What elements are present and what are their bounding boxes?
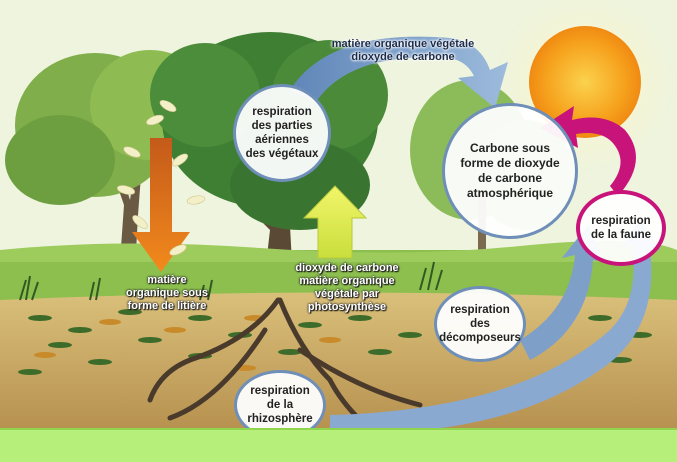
node-rhizo-line: respiration xyxy=(247,384,312,398)
label-litter-line: matière xyxy=(112,274,222,287)
node-atmo-line: atmosphérique xyxy=(460,186,559,201)
label-top-line: matière organique végétale xyxy=(298,38,508,51)
node-decomp-line: respiration xyxy=(439,303,521,317)
label-top-line: dioxyde de carbone xyxy=(298,51,508,64)
label-photo-line: matière organique xyxy=(282,275,412,288)
bottom-band-line xyxy=(0,428,677,430)
node-fauna-line: respiration xyxy=(591,214,651,228)
node-fauna-line: de la faune xyxy=(591,228,651,242)
node-atmo-line: de carbone xyxy=(460,171,559,186)
label-litter: matière organique sous forme de litière xyxy=(112,274,222,313)
bottom-band xyxy=(0,428,677,462)
label-photo-line: photosynthèse xyxy=(282,301,412,314)
node-atmospheric-carbon: Carbone sous forme de dioxyde de carbone… xyxy=(442,103,578,239)
node-atmo-line: Carbone sous xyxy=(460,141,559,156)
node-aerial-line: respiration xyxy=(246,105,319,119)
node-decomp-line: des xyxy=(439,317,521,331)
node-aerial-line: aériennes xyxy=(246,133,319,147)
label-photosynthesis: dioxyde de carbone matière organique vég… xyxy=(282,262,412,314)
node-decomposers-respiration: respiration des décomposeurs xyxy=(434,286,526,362)
node-fauna-respiration: respiration de la faune xyxy=(576,190,666,266)
node-aerial-respiration: respiration des parties aériennes des vé… xyxy=(233,84,331,182)
label-photo-line: dioxyde de carbone xyxy=(282,262,412,275)
node-atmo-line: forme de dioxyde xyxy=(460,156,559,171)
node-rhizo-line: de la xyxy=(247,398,312,412)
node-rhizo-line: rhizosphère xyxy=(247,412,312,426)
node-decomp-line: décomposeurs xyxy=(439,331,521,345)
node-aerial-line: des parties xyxy=(246,119,319,133)
label-photo-line: végétale par xyxy=(282,288,412,301)
label-top-arrow: matière organique végétale dioxyde de ca… xyxy=(298,38,508,64)
label-litter-line: organique sous xyxy=(112,287,222,300)
label-litter-line: forme de litière xyxy=(112,300,222,313)
node-aerial-line: des végétaux xyxy=(246,147,319,161)
